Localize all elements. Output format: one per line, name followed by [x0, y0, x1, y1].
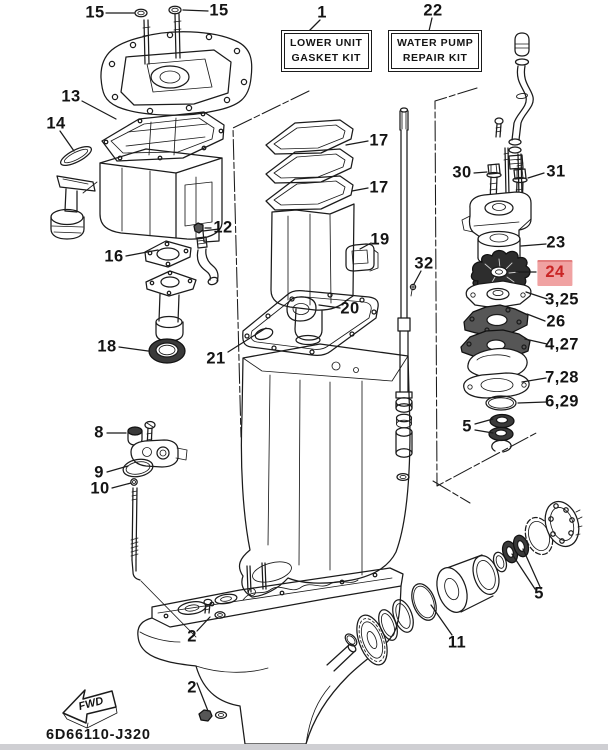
kit-box-line: WATER PUMP	[397, 37, 474, 49]
footer-band	[0, 744, 608, 750]
part-label-1: 1	[317, 3, 327, 22]
seal-housing-drawing	[467, 347, 528, 380]
part-label-5-right: 5	[462, 417, 472, 436]
impeller-24-drawing	[470, 249, 531, 294]
exhaust-guide-plate-drawing	[100, 5, 253, 116]
muffler-housing-drawing	[99, 148, 223, 243]
part-label-2-lower: 2	[187, 678, 197, 697]
part-label-3-25: 3,25	[545, 290, 579, 309]
part-label-10: 10	[90, 479, 110, 498]
part-label-20: 20	[340, 299, 360, 318]
part-label-26: 26	[546, 312, 566, 331]
trim-tab-screws-drawing	[198, 598, 228, 722]
prop-shaft-train-drawing	[326, 500, 583, 672]
gasket-16-drawing	[144, 240, 192, 268]
part-label-22: 22	[423, 1, 443, 20]
part-label-13: 13	[61, 87, 81, 106]
part-label-7-28: 7,28	[545, 368, 579, 387]
fwd-arrow: FWD	[62, 689, 118, 729]
part-label-17-lower: 17	[369, 178, 389, 197]
part-label-15-left: 15	[85, 3, 105, 22]
part-label-24: 24	[537, 260, 573, 286]
gear-case-drawing	[137, 562, 404, 745]
plate-7-28-drawing	[463, 372, 530, 399]
part-label-11: 11	[447, 633, 467, 652]
exhaust-manifold-drawing	[270, 203, 355, 346]
part-label-2-upper: 2	[187, 627, 197, 646]
part-label-9: 9	[94, 463, 104, 482]
part-label-18: 18	[97, 337, 117, 356]
part-label-6-29: 6,29	[545, 392, 579, 411]
insert-cartridge-23-drawing	[477, 230, 521, 267]
part-label-15-right: 15	[209, 1, 229, 20]
part-label-23: 23	[546, 233, 566, 252]
seal-18-drawing	[148, 338, 186, 364]
kit-box-line: GASKET KIT	[291, 51, 362, 64]
gasket-21-drawing	[242, 290, 379, 356]
kit-box-line: REPAIR KIT	[402, 51, 468, 64]
part-label-21: 21	[206, 349, 226, 368]
bolt-30-drawing	[486, 163, 502, 204]
part-label-30: 30	[452, 163, 472, 182]
part-label-12: 12	[213, 218, 233, 237]
part-label-14: 14	[46, 114, 66, 133]
diagram-code: 6D66110-J320	[46, 727, 151, 743]
seal-19-drawing	[345, 243, 379, 272]
part-label-16: 16	[104, 247, 124, 266]
kit-box-line: LOWER UNIT	[290, 37, 363, 49]
part-label-5-lower: 5	[534, 584, 544, 603]
part-label-17-upper: 17	[369, 131, 389, 150]
oring-6-29-drawing	[485, 395, 517, 411]
fitting-12-drawing	[193, 222, 219, 286]
pin-32-drawing	[409, 283, 417, 297]
water-pickup-drawing	[50, 175, 98, 240]
water-pump-repair-kit-box: WATER PUMP REPAIR KIT	[388, 30, 483, 73]
part-label-31: 31	[546, 162, 566, 181]
lower-unit-gasket-kit-box: LOWER UNIT GASKET KIT	[281, 30, 372, 73]
part-label-8: 8	[94, 423, 104, 442]
shift-rod-assembly-drawing	[122, 420, 197, 638]
part-label-32: 32	[414, 254, 434, 273]
seals-5-right-drawing	[488, 413, 515, 453]
group-border-lines	[232, 87, 539, 504]
pump-housing-drawing	[461, 147, 532, 242]
driveshaft-drawing	[395, 107, 413, 482]
gasket-26-drawing	[463, 304, 529, 337]
leader-lines	[59, 9, 548, 712]
part-label-4-27: 4,27	[545, 335, 579, 354]
part-label-19: 19	[370, 230, 390, 249]
